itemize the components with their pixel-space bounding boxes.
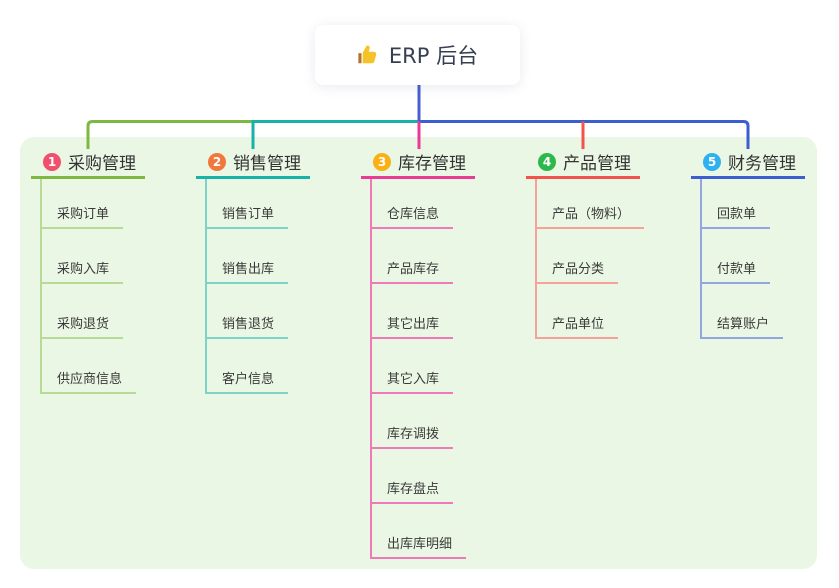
- branch-number-badge: 5: [703, 152, 721, 171]
- branch-spine: [700, 179, 702, 339]
- branch-number-badge: 4: [538, 152, 556, 171]
- root-node[interactable]: ERP 后台: [315, 25, 520, 85]
- branch-header[interactable]: 2 销售管理: [196, 147, 310, 179]
- root-title: ERP 后台: [388, 44, 479, 68]
- child-node[interactable]: 库存调拨: [370, 421, 454, 449]
- branch-header[interactable]: 5 财务管理: [691, 147, 805, 179]
- branch-header[interactable]: 3 库存管理: [361, 147, 475, 179]
- branch-number-badge: 1: [43, 152, 61, 171]
- branch-node: 3 库存管理 仓库信息产品库存其它出库其它入库库存调拨库存盘点出库库明细: [361, 147, 541, 559]
- child-node[interactable]: 产品（物料）: [535, 201, 645, 229]
- child-node[interactable]: 销售出库: [205, 256, 289, 284]
- child-node[interactable]: 产品库存: [370, 256, 454, 284]
- child-node[interactable]: 采购退货: [40, 311, 124, 339]
- branch-spine: [535, 179, 537, 339]
- branch-spine: [40, 179, 42, 394]
- branch-number-badge: 2: [208, 152, 226, 171]
- child-node[interactable]: 采购订单: [40, 201, 124, 229]
- child-node[interactable]: 产品分类: [535, 256, 619, 284]
- child-node[interactable]: 客户信息: [205, 366, 289, 394]
- child-node[interactable]: 产品单位: [535, 311, 619, 339]
- branch-spine: [205, 179, 207, 394]
- branches-panel: [20, 137, 817, 569]
- child-node[interactable]: 采购入库: [40, 256, 124, 284]
- child-node[interactable]: 结算账户: [700, 311, 784, 339]
- child-node[interactable]: 销售订单: [205, 201, 289, 229]
- thumbs-up-icon: [358, 45, 377, 64]
- child-node[interactable]: 供应商信息: [40, 366, 137, 394]
- child-node[interactable]: 库存盘点: [370, 476, 454, 504]
- branch-header[interactable]: 1 采购管理: [31, 147, 145, 179]
- child-node[interactable]: 付款单: [700, 256, 771, 284]
- child-node[interactable]: 销售退货: [205, 311, 289, 339]
- child-node[interactable]: 其它出库: [370, 311, 454, 339]
- branch-number-badge: 3: [373, 152, 391, 171]
- branch-node: 2 销售管理 销售订单销售出库销售退货客户信息: [196, 147, 376, 394]
- branch-label: 库存管理: [398, 154, 466, 174]
- child-node[interactable]: 仓库信息: [370, 201, 454, 229]
- branch-label: 产品管理: [563, 154, 631, 174]
- branch-label: 销售管理: [233, 154, 301, 174]
- branch-node: 5 财务管理 回款单付款单结算账户: [691, 147, 839, 339]
- branch-node: 4 产品管理 产品（物料） 产品分类产品单位: [526, 147, 706, 339]
- branch-node: 1 采购管理 采购订单采购入库采购退货供应商信息: [31, 147, 211, 394]
- child-node[interactable]: 回款单: [700, 201, 771, 229]
- branch-spine: [370, 179, 372, 559]
- child-node[interactable]: 出库库明细: [370, 531, 467, 559]
- branch-label: 采购管理: [68, 154, 136, 174]
- branch-label: 财务管理: [728, 154, 796, 174]
- branch-header[interactable]: 4 产品管理: [526, 147, 640, 179]
- child-node[interactable]: 其它入库: [370, 366, 454, 394]
